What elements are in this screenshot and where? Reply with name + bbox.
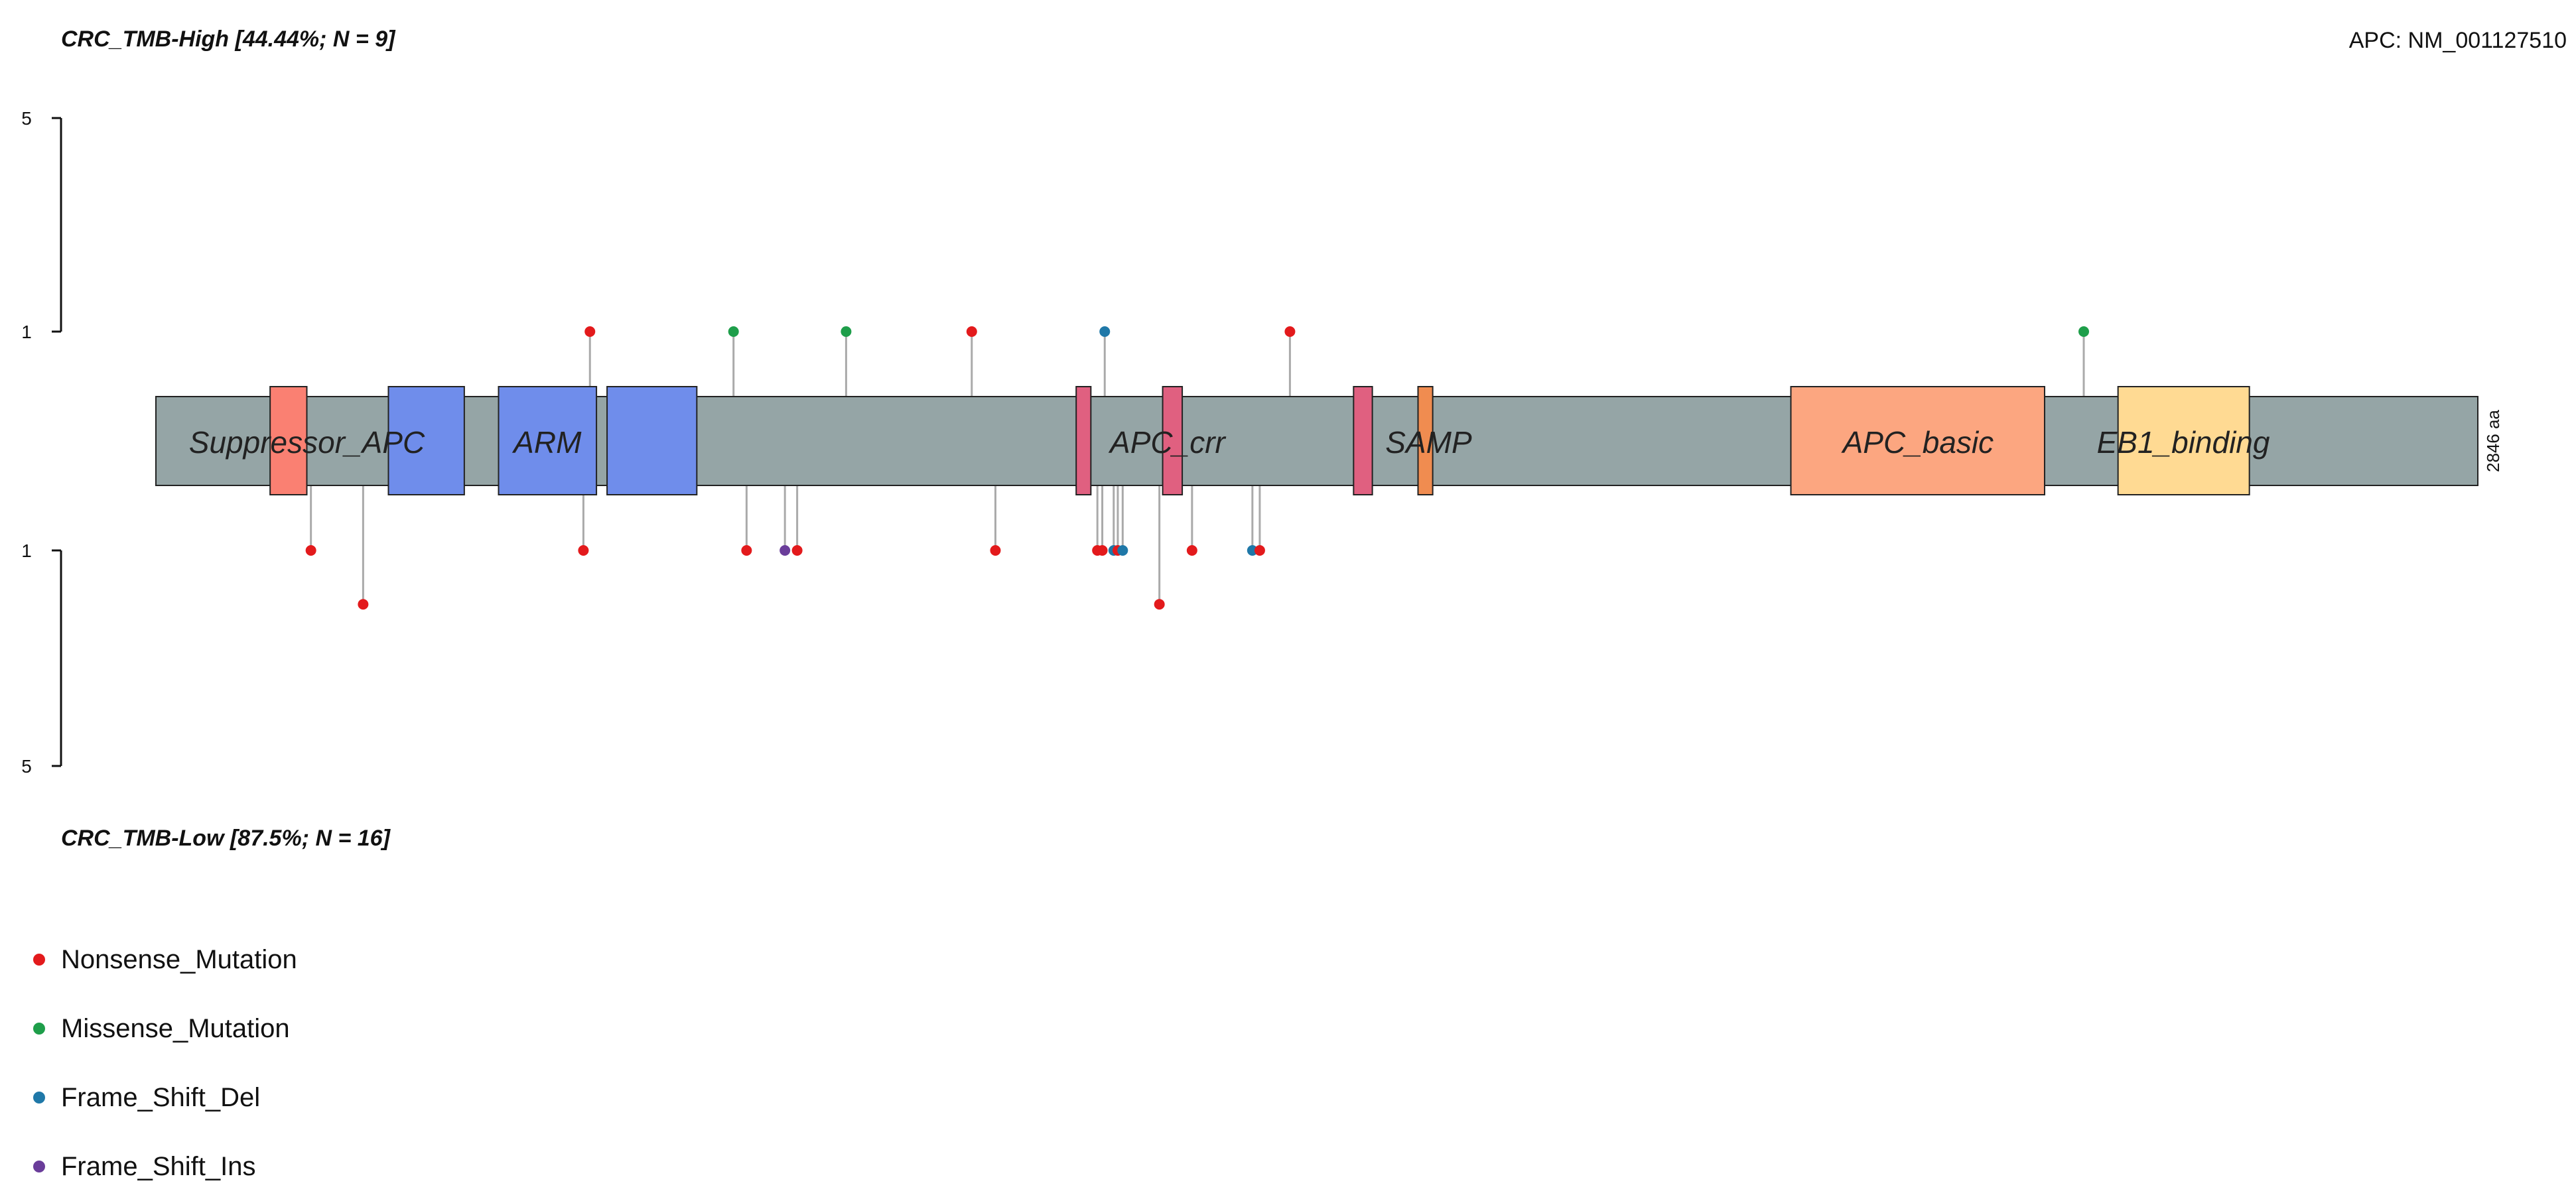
- top-lollipop-head: [2078, 326, 2090, 337]
- bottom-lollipop-head: [305, 545, 316, 556]
- bottom-lollipop-head: [1254, 545, 1265, 556]
- domain-label: APC_basic: [1841, 425, 1994, 460]
- bottom-lollipop-head: [1097, 545, 1108, 556]
- bottom-axis-tick-label: 5: [21, 756, 32, 777]
- domain-label: EB1_binding: [2097, 425, 2270, 460]
- protein-domain: [1162, 386, 1184, 495]
- bottom-lollipop-head: [780, 545, 791, 556]
- protein-domain: [1790, 386, 2045, 495]
- top-lollipop-head: [841, 326, 852, 337]
- legend-item: Nonsense_Mutation: [27, 925, 297, 994]
- legend-label: Frame_Shift_Ins: [61, 1151, 256, 1181]
- top-axis-tick-label: 5: [21, 108, 32, 129]
- bottom-lollipop-head: [1154, 599, 1165, 610]
- bottom-lollipop-head: [791, 545, 803, 556]
- protein-domain: [606, 386, 698, 495]
- domain-label: ARM: [511, 425, 582, 460]
- legend-item: Missense_Mutation: [27, 994, 297, 1063]
- top-lollipop-head: [1284, 326, 1296, 337]
- bottom-lollipop-head: [1186, 545, 1197, 556]
- legend-label: Nonsense_Mutation: [61, 944, 297, 974]
- legend-label: Missense_Mutation: [61, 1013, 290, 1043]
- protein-domain: [2117, 386, 2250, 495]
- legend-marker: [33, 1092, 45, 1104]
- bottom-lollipop-head: [578, 545, 589, 556]
- protein-domain: [1417, 386, 1434, 495]
- domain-label: APC_crr: [1108, 425, 1226, 460]
- protein-length-label: 2846 aa: [2483, 409, 2503, 472]
- protein-domain: [269, 386, 308, 495]
- bottom-lollipop-head: [741, 545, 752, 556]
- legend-label: Frame_Shift_Del: [61, 1082, 261, 1112]
- legend-item: Frame_Shift_Ins: [27, 1132, 297, 1201]
- bottom-axis-tick-label: 1: [21, 540, 32, 561]
- bottom-lollipop-head: [1117, 545, 1128, 556]
- protein-domain: [1353, 386, 1373, 495]
- bottom-lollipop-head: [990, 545, 1001, 556]
- protein-domain: [387, 386, 465, 495]
- top-lollipop-head: [966, 326, 977, 337]
- bottom-lollipop-head: [358, 599, 369, 610]
- top-axis-tick-label: 1: [21, 322, 32, 342]
- gene-label: APC: NM_001127510: [2348, 28, 2567, 53]
- domain-label: SAMP: [1385, 425, 1472, 460]
- legend-item: Frame_Shift_Del: [27, 1063, 297, 1132]
- protein-domain: [1075, 386, 1092, 495]
- legend-marker: [33, 1161, 45, 1172]
- top-title: CRC_TMB-High [44.44%; N = 9]: [61, 27, 395, 52]
- bottom-title: CRC_TMB-Low [87.5%; N = 16]: [61, 826, 390, 851]
- protein-domain: [498, 386, 598, 495]
- legend-marker: [33, 1023, 45, 1035]
- legend-marker: [33, 954, 45, 966]
- top-lollipop-head: [584, 326, 596, 337]
- domain-label: Suppressor_APC: [189, 425, 425, 460]
- top-lollipop-head: [1099, 326, 1111, 337]
- bottom-lollipop-head: [1247, 545, 1258, 556]
- top-lollipop-head: [728, 326, 739, 337]
